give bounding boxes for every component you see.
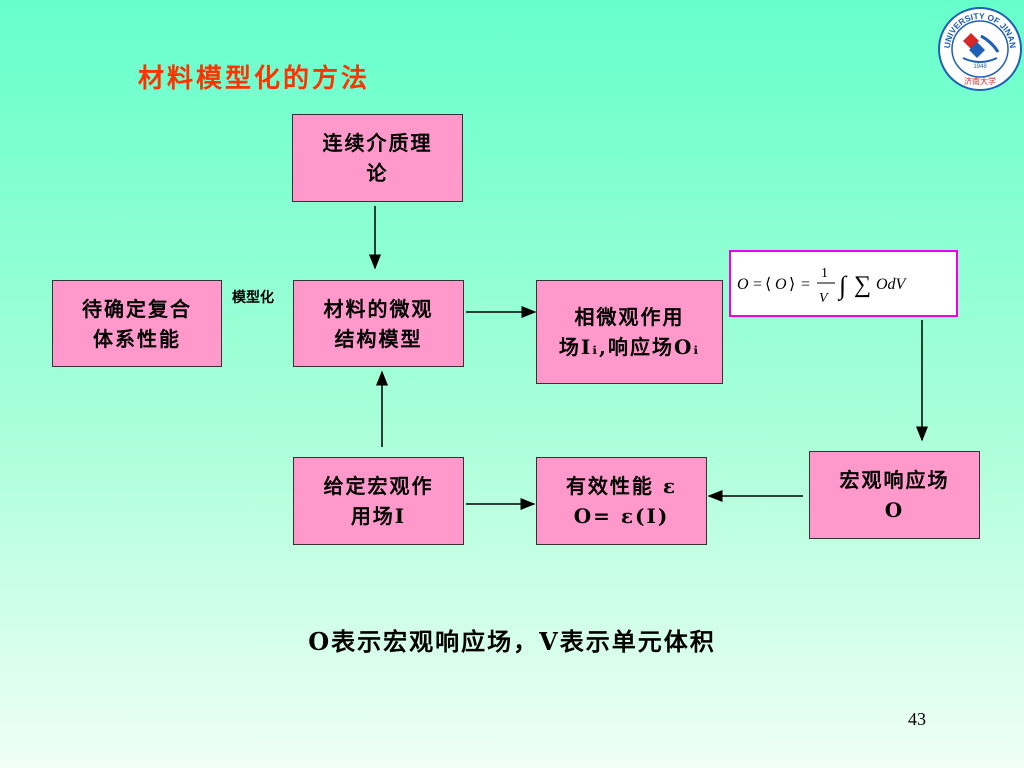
svg-text:=: =: [801, 276, 810, 293]
box-line: 待确定复合: [82, 296, 192, 321]
svg-text:⟨: ⟨: [765, 276, 771, 293]
box-line: O= ε(I): [573, 504, 670, 528]
svg-text:OdV: OdV: [876, 276, 908, 293]
box-line: 论: [366, 161, 389, 185]
box-line: 材料的微观: [323, 296, 434, 321]
formula: O = ⟨ O ⟩ = 1 V ∫ ∑ OdV: [737, 266, 908, 306]
box-line: 体系性能: [93, 326, 181, 351]
svg-text:V: V: [819, 291, 829, 306]
svg-text:1: 1: [821, 266, 828, 281]
svg-text:O: O: [775, 276, 787, 293]
svg-text:∑: ∑: [854, 272, 871, 298]
page-number: 43: [908, 709, 926, 729]
box-line: O: [884, 498, 905, 522]
formula-box: O = ⟨ O ⟩ = 1 V ∫ ∑ OdV: [729, 250, 958, 317]
box-given-macro-field: 给定宏观作 用场I: [293, 457, 464, 545]
svg-text:⟩: ⟩: [789, 276, 795, 293]
svg-text:O: O: [737, 276, 749, 293]
box-line: 场Iᵢ,响应场Oᵢ: [558, 335, 701, 359]
box-line: 连续介质理: [322, 131, 433, 155]
box-line: 用场I: [350, 504, 407, 528]
box-continuum-theory: 连续介质理 论: [292, 114, 463, 202]
box-line: 相微观作用: [574, 305, 685, 329]
box-line: 给定宏观作: [323, 474, 434, 498]
box-effective-property: 有效性能 ε O= ε(I): [536, 457, 707, 545]
svg-text:=: =: [753, 276, 762, 293]
box-to-determine: 待确定复合 体系性能: [52, 280, 222, 367]
box-line: 有效性能 ε: [565, 474, 678, 498]
modeling-label: 模型化: [232, 290, 274, 306]
svg-text:∫: ∫: [837, 271, 848, 301]
logo-year: 1948: [973, 64, 987, 70]
box-micro-field: 相微观作用 场Iᵢ,响应场Oᵢ: [536, 280, 723, 384]
slide-caption: O表示宏观响应场，V表示单元体积: [308, 627, 716, 656]
university-logo: UNIVERSITY OF JINAN 1948 济南大学: [938, 7, 1022, 91]
box-micro-model: 材料的微观 结构模型: [293, 280, 464, 367]
box-line: 结构模型: [334, 326, 423, 351]
box-line: 宏观响应场: [839, 468, 950, 492]
slide-title: 材料模型化的方法: [138, 64, 371, 94]
logo-bottom-text: 济南大学: [964, 76, 996, 86]
box-macro-response: 宏观响应场 O: [809, 451, 980, 539]
